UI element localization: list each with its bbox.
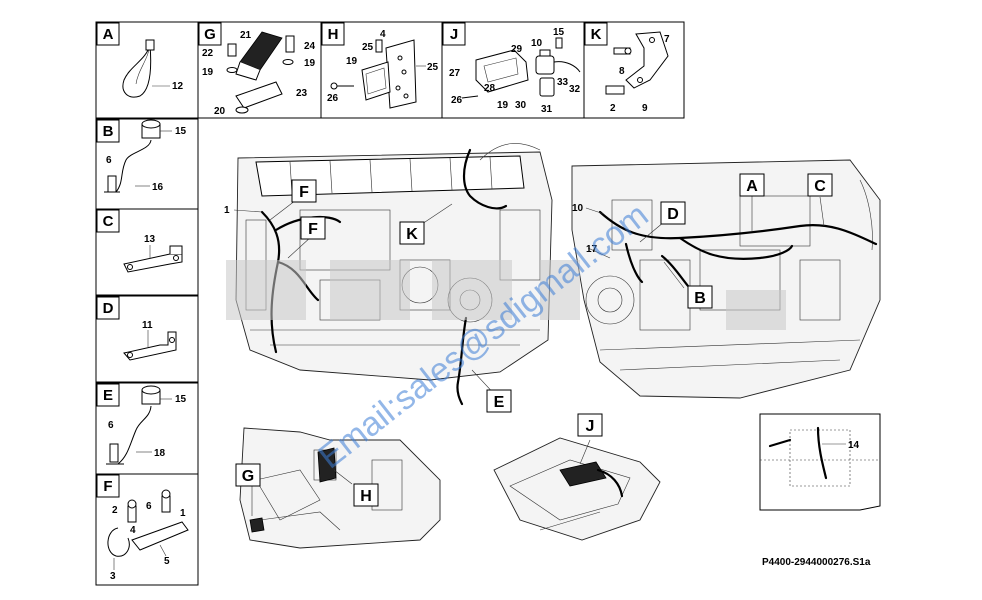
callout-b: B [694, 290, 706, 307]
svg-text:28: 28 [484, 83, 496, 94]
panel-c: C 13 [96, 209, 183, 273]
svg-text:29: 29 [511, 44, 523, 55]
clamp-plate-drawing [131, 521, 189, 551]
callout-tags: F F K E A C D B J G H [235, 173, 833, 507]
svg-text:15: 15 [175, 126, 187, 137]
svg-text:32: 32 [569, 84, 581, 95]
ground-cable-drawing [115, 139, 152, 193]
item-numbers: 1 10 17 14 [224, 203, 860, 451]
svg-text:19: 19 [202, 67, 214, 78]
panel-a: A 12 [96, 22, 184, 98]
svg-text:10: 10 [531, 38, 543, 49]
svg-text:20: 20 [214, 106, 226, 117]
panel-frames [95, 21, 685, 586]
cab-interior-view [239, 427, 441, 549]
drawing-reference: P4400-2944000276.S1a [762, 557, 871, 568]
svg-text:10: 10 [572, 203, 584, 214]
svg-text:11: 11 [142, 320, 153, 331]
svg-text:B: B [103, 123, 114, 140]
bracket-drawing [625, 31, 669, 89]
callout-d: D [667, 206, 679, 223]
svg-text:25: 25 [362, 42, 374, 53]
svg-text:5: 5 [164, 556, 170, 567]
svg-text:C: C [103, 213, 114, 230]
svg-text:24: 24 [304, 41, 316, 52]
svg-text:E: E [103, 387, 113, 404]
panel-k: K 7 8 2 9 [584, 22, 670, 114]
svg-text:14: 14 [848, 440, 860, 451]
svg-text:19: 19 [304, 58, 316, 69]
ground-cable-drawing [117, 405, 152, 465]
frame-view [493, 437, 661, 541]
svg-text:33: 33 [557, 77, 569, 88]
svg-text:8: 8 [619, 66, 625, 77]
chassis-layout-view [759, 413, 881, 511]
callout-h: H [360, 488, 372, 505]
callout-g: G [242, 468, 254, 485]
svg-text:G: G [204, 26, 216, 43]
svg-text:H: H [328, 26, 339, 43]
panel-e: E 15 6 18 [96, 383, 187, 465]
svg-text:17: 17 [586, 244, 598, 255]
svg-text:2: 2 [112, 505, 118, 516]
svg-text:F: F [103, 478, 112, 495]
panel-d: D 11 [96, 296, 177, 361]
svg-text:30: 30 [515, 100, 527, 111]
panel-h: H 4 25 19 26 25 [321, 22, 439, 109]
svg-text:6: 6 [106, 155, 112, 166]
svg-text:13: 13 [144, 234, 156, 245]
svg-text:2: 2 [610, 103, 616, 114]
svg-text:6: 6 [146, 501, 152, 512]
panel-f: F 2 6 4 1 5 3 [96, 474, 189, 582]
svg-text:18: 18 [154, 448, 166, 459]
svg-text:19: 19 [497, 100, 509, 111]
callout-f: F [299, 184, 309, 201]
callout-j: J [586, 418, 595, 435]
p-clamp-drawing [107, 527, 130, 557]
svg-text:31: 31 [541, 104, 553, 115]
svg-text:D: D [103, 300, 114, 317]
svg-text:K: K [591, 26, 602, 43]
panel-b: B 15 6 16 [96, 119, 187, 193]
svg-text:4: 4 [130, 525, 136, 536]
svg-text:26: 26 [451, 95, 463, 106]
svg-text:1: 1 [180, 508, 186, 519]
panel-g: G 21 22 24 19 19 23 20 [198, 22, 316, 117]
svg-text:16: 16 [152, 182, 164, 193]
panel-j: J 15 10 29 27 28 33 32 26 19 30 31 [442, 22, 581, 115]
mount-plate-drawing [235, 81, 283, 109]
svg-text:19: 19 [346, 56, 358, 67]
wiring-harness [598, 210, 878, 246]
svg-text:3: 3 [110, 571, 116, 582]
svg-text:21: 21 [240, 30, 252, 41]
svg-text:4: 4 [380, 29, 386, 40]
callout-a: A [746, 178, 758, 195]
svg-text:7: 7 [664, 34, 670, 45]
svg-text:22: 22 [202, 48, 214, 59]
svg-text:23: 23 [296, 88, 308, 99]
callout-c: C [814, 178, 826, 195]
callout-f: F [308, 221, 318, 238]
svg-text:J: J [450, 26, 458, 43]
panel-a-tag: A [103, 26, 114, 43]
svg-text:25: 25 [427, 62, 439, 73]
svg-text:26: 26 [327, 93, 339, 104]
watermark-logo [226, 260, 786, 330]
cable-tie-drawing [122, 44, 152, 98]
svg-text:27: 27 [449, 68, 461, 79]
svg-text:15: 15 [175, 394, 187, 405]
svg-text:15: 15 [553, 27, 565, 38]
callout-e: E [494, 394, 505, 411]
bracket-drawing [123, 331, 177, 361]
callout-k: K [406, 226, 418, 243]
relay-box-drawing [361, 61, 391, 101]
item-label: 12 [172, 81, 184, 92]
svg-text:9: 9 [642, 103, 648, 114]
svg-text:1: 1 [224, 205, 230, 216]
mount-plate-drawing [385, 39, 417, 109]
svg-text:6: 6 [108, 420, 114, 431]
engine-right-view [571, 159, 881, 399]
